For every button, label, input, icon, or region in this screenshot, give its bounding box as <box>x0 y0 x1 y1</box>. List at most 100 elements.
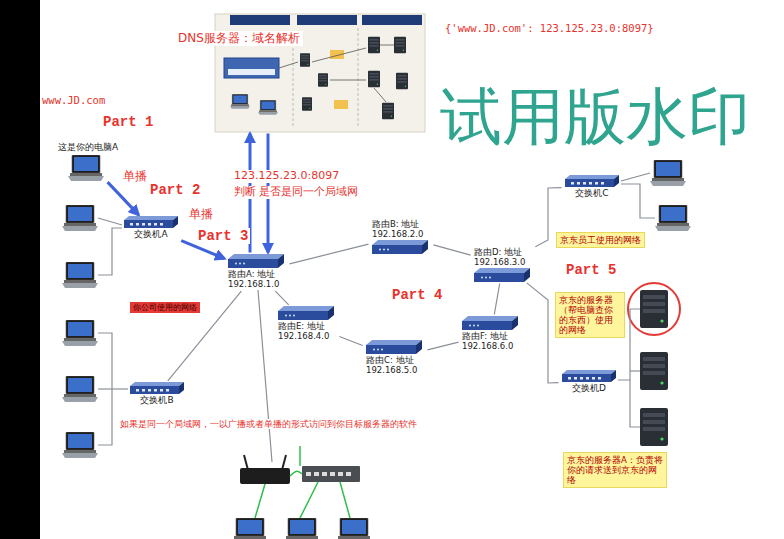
router-icon-part <box>235 263 237 265</box>
switch-icon-part <box>160 223 163 226</box>
node-label: 交换机B <box>128 395 186 406</box>
switch-icon-part <box>589 182 592 185</box>
node-label: 路由D: 地址192.168.3.0 <box>474 247 532 267</box>
port <box>338 472 343 476</box>
dns-header <box>297 15 357 25</box>
dns-client <box>230 94 250 108</box>
dns-divider <box>358 28 359 128</box>
node-label: 这是你的电脑A <box>58 142 118 153</box>
cable <box>300 482 318 518</box>
switch-icon-part <box>598 377 601 380</box>
part-label: Part 3 <box>196 228 250 244</box>
antenna <box>282 455 286 470</box>
wire <box>621 173 650 181</box>
switch-icon-part <box>142 223 145 226</box>
router: 路由C: 地址192.168.5.0 <box>364 340 426 376</box>
port <box>322 472 327 476</box>
edge-label: 单播 <box>188 208 214 222</box>
switch: 交换机B <box>128 382 186 406</box>
laptop <box>232 518 268 539</box>
dns-server-icon <box>300 53 310 67</box>
switch-icon-part <box>565 175 619 179</box>
request-arrow <box>108 182 139 215</box>
switch-icon-part <box>565 179 614 187</box>
switch-icon-part <box>601 182 604 185</box>
router-icon-part <box>474 273 524 282</box>
node-label: DNS服务器：域名解析 <box>175 31 303 46</box>
left-bar <box>0 0 40 539</box>
wire <box>98 388 128 389</box>
dns-client <box>258 100 278 114</box>
router-icon-part <box>379 249 381 251</box>
router-icon-part <box>278 311 328 320</box>
router-icon-part <box>477 325 479 327</box>
network-link <box>290 244 369 264</box>
part-label: Part 1 <box>103 114 153 130</box>
router-icon-part <box>278 254 284 268</box>
router: 路由F: 地址192.168.6.0 <box>460 316 522 352</box>
router: 路由D: 地址192.168.3.0 <box>472 246 534 282</box>
switch-icon-part <box>577 182 580 185</box>
switch-icon-part <box>136 223 139 226</box>
switch: 交换机D <box>560 370 618 394</box>
dns-flow <box>330 80 366 81</box>
dns-server-icon <box>394 37 406 53</box>
dns-divider <box>293 48 294 128</box>
switch-icon-part <box>160 389 163 392</box>
ip-note: 123.125.23.0:8097 <box>232 170 341 183</box>
router-icon-part <box>372 240 428 245</box>
dns-header <box>362 15 422 25</box>
router-icon-part <box>524 268 530 282</box>
server <box>640 290 668 328</box>
dns-flow <box>279 62 298 68</box>
dns-server-icon <box>318 73 328 87</box>
router-icon <box>366 340 422 354</box>
switch-icon-part <box>130 382 184 386</box>
router-icon-part <box>512 316 518 330</box>
dns-server-icon <box>302 97 312 111</box>
watermark: 试用版水印 <box>440 86 750 148</box>
switch-icon-part <box>130 386 179 394</box>
dns-flow <box>380 45 394 46</box>
laptop-icon-part <box>70 173 102 176</box>
node-label: 路由A: 地址192.168.1.0 <box>228 269 286 289</box>
server <box>640 408 668 446</box>
router-icon-part <box>462 316 518 321</box>
computer: 这是你的电脑A <box>58 142 118 181</box>
router-icon-part <box>239 263 241 265</box>
node-label: 京东的服务器（帮电脑查你的东西）使用的网络 <box>559 295 621 335</box>
switch-icon <box>562 370 616 382</box>
router-icon-part <box>462 321 512 330</box>
switch-icon-part <box>595 182 598 185</box>
switch-icon-part <box>179 382 184 394</box>
dns-flow <box>312 48 366 62</box>
wire <box>258 290 272 462</box>
dns-folder <box>334 100 348 109</box>
laptop <box>284 518 320 539</box>
switch-icon-part <box>124 220 173 228</box>
note-box: 京东的服务器（帮电脑查你的东西）使用的网络 <box>555 292 625 338</box>
switch-icon <box>565 175 619 187</box>
node-label: 交换机A <box>122 229 180 240</box>
switch-icon-part <box>568 377 571 380</box>
wire <box>621 184 655 218</box>
dns-record: {'www.JD.com': 123.125.23.0:8097} <box>445 22 654 34</box>
switch-icon-part <box>136 389 139 392</box>
node-label: 交换机C <box>563 188 621 199</box>
laptop <box>62 320 98 346</box>
laptop <box>655 205 691 231</box>
node-label: 交换机D <box>560 383 618 394</box>
switch-icon-part <box>166 389 169 392</box>
switch-icon <box>124 216 178 228</box>
wire <box>98 228 122 275</box>
home-switch <box>302 466 360 482</box>
network-tag: 你公司使用的网络 <box>130 302 200 313</box>
port <box>314 472 319 476</box>
laptop <box>62 376 98 402</box>
switch-icon-part <box>614 175 619 187</box>
router-icon-part <box>366 345 416 354</box>
laptop <box>62 262 98 288</box>
switch-icon-part <box>592 377 595 380</box>
